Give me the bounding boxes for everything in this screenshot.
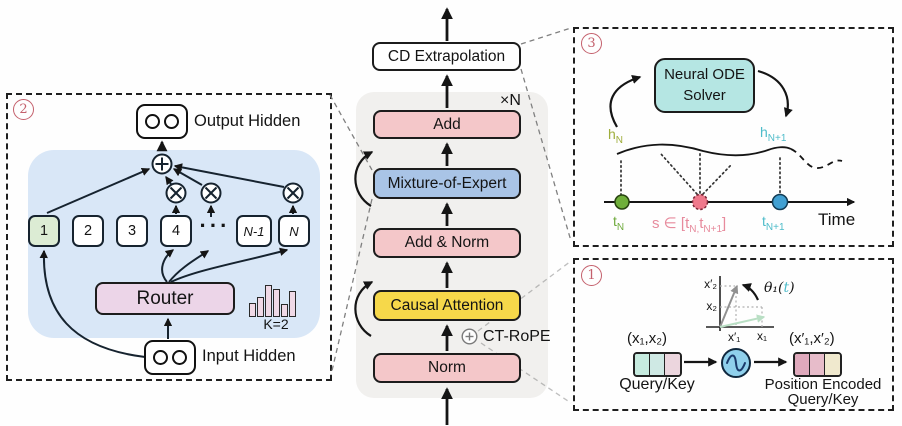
expert-box-3: 3	[116, 215, 148, 247]
input-hidden-box	[144, 340, 196, 375]
axis-label-x1-prime: x′₁	[728, 330, 741, 344]
t-n1-label: tN+1	[762, 213, 785, 233]
output-hidden-box	[136, 104, 188, 139]
topk-label: K=2	[263, 316, 289, 332]
time-axis-label: Time	[818, 210, 856, 229]
badge-1: 1	[581, 265, 602, 286]
rotation-mini-plot	[706, 276, 774, 331]
theta-label: θ₁(t)	[764, 280, 795, 296]
expert-box-n-1: N-1	[236, 215, 272, 247]
block-mixture-of-expert: Mixture-of-Expert	[373, 168, 521, 199]
router-box: Router	[95, 282, 235, 315]
query-key-label: Query/Key	[619, 376, 695, 393]
cd-extrapolation-box: CD Extrapolation	[372, 42, 521, 71]
multiply-icon	[282, 182, 304, 204]
axis-label-x1: x₁	[757, 329, 768, 343]
panel-ct-rope-detail	[573, 258, 894, 411]
experts-ellipsis: ···	[199, 213, 231, 238]
rotated-vector	[719, 284, 739, 328]
input-vector-label: (x₁,x₂)	[627, 330, 668, 347]
ode-solver-arrows	[609, 69, 793, 128]
ode-trajectory-solid	[616, 143, 792, 157]
zoom-connector-lines	[329, 27, 572, 404]
input-hidden-label: Input Hidden	[202, 347, 296, 365]
trajectory-guides	[620, 152, 781, 195]
timeline-dot-tn1	[771, 193, 789, 211]
position-encoded-cells	[793, 352, 842, 377]
multiply-icon	[200, 182, 222, 204]
expert-box-2: 2	[72, 215, 104, 247]
s-range-label: s ∈ [tN,tN+1]	[652, 215, 727, 235]
output-hidden-label: Output Hidden	[194, 112, 301, 130]
sum-icon	[151, 153, 173, 175]
panel-moe-detail	[6, 93, 332, 381]
h-n1-label: hN+1	[760, 124, 787, 144]
h-n-label: hN	[608, 126, 624, 146]
rotation-arrow	[741, 283, 760, 301]
block-causal-attention: Causal Attention	[373, 290, 521, 321]
sine-rotation-icon	[721, 348, 751, 378]
plus-circle-icon	[461, 328, 478, 345]
axis-label-x2: x₂	[706, 299, 717, 313]
original-vector	[719, 314, 766, 328]
block-add-norm: Add & Norm	[373, 228, 521, 258]
multiply-icon	[165, 182, 187, 204]
position-encoded-label-line1: Position Encoded	[764, 376, 882, 393]
block-add: Add	[373, 110, 521, 139]
t-n-label: tN	[613, 213, 625, 233]
axis-label-x2-prime: x′₂	[704, 277, 717, 291]
output-vector-label: (x′₁,x′₂)	[789, 330, 835, 347]
timeline-dot-tn	[614, 194, 630, 210]
position-encoded-label-line2: Query/Key	[787, 391, 859, 408]
topk-bars-icon	[249, 285, 303, 317]
query-key-cells	[633, 352, 682, 377]
ode-trajectory-extrapolated	[790, 148, 843, 169]
block-norm: Norm	[373, 353, 521, 383]
panel-neural-ode	[573, 27, 894, 247]
ct-rope-label: CT-RoPE	[483, 328, 551, 345]
expert-box-4: 4	[160, 215, 192, 247]
moe-panel-arrows	[39, 140, 298, 358]
residual-arrows	[354, 151, 374, 337]
repeat-n-label: ×N	[500, 92, 521, 109]
expert-box-1: 1	[28, 215, 60, 247]
timeline-dot-s	[691, 193, 709, 211]
badge-3: 3	[581, 33, 602, 54]
expert-box-n: N	[278, 215, 310, 247]
badge-2: 2	[13, 99, 34, 120]
